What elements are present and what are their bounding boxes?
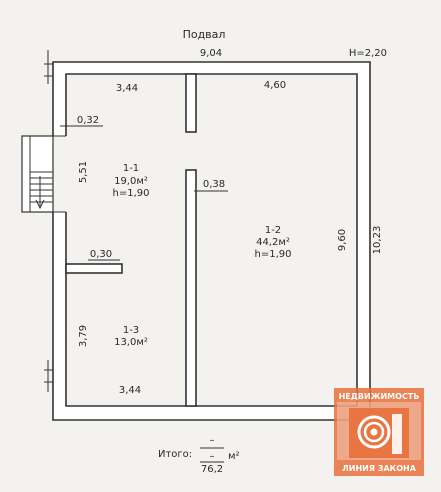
total-numerator: – bbox=[210, 435, 215, 446]
dim-partition-thickness: 0,38 bbox=[203, 179, 225, 190]
room-height: h=1,90 bbox=[255, 249, 292, 260]
spiral-column-logo-icon bbox=[349, 408, 409, 458]
wall-ticks bbox=[44, 50, 53, 392]
total-unit: м² bbox=[228, 451, 240, 462]
dim-room3-depth: 3,79 bbox=[78, 325, 89, 347]
dim-depth-inner: 9,60 bbox=[337, 229, 348, 251]
total-middle: – bbox=[210, 451, 215, 462]
dim-depth-outer: 10,23 bbox=[372, 226, 383, 255]
watermark-bottom-text: ЛИНИЯ ЗАКОНА bbox=[342, 464, 417, 473]
ceiling-height: H=2,20 bbox=[349, 48, 387, 59]
total-label: Итого: bbox=[158, 449, 192, 460]
total-value: 76,2 bbox=[201, 464, 223, 475]
room-id: 1-3 bbox=[123, 325, 139, 336]
dim-room1-depth: 5,51 bbox=[78, 161, 89, 183]
room-1-3: 1-3 13,0м² bbox=[114, 325, 148, 348]
staircase bbox=[21, 135, 54, 213]
dim-wall-thickness-left: 0,32 bbox=[77, 115, 99, 126]
dim-room2-top-width: 4,60 bbox=[264, 80, 286, 91]
dim-room1-top-width: 3,44 bbox=[116, 83, 138, 94]
dim-stub-wall-thickness: 0,30 bbox=[90, 249, 112, 260]
room-area: 19,0м² bbox=[114, 176, 148, 187]
dim-bottom-width: 3,44 bbox=[119, 385, 141, 396]
partitions bbox=[65, 73, 197, 407]
leader-lines bbox=[60, 125, 228, 261]
watermark-top-text: НЕДВИЖИМОСТЬ bbox=[339, 392, 420, 401]
dim-overall-width: 9,04 bbox=[200, 48, 222, 59]
room-1-1: 1-1 19,0м² h=1,90 bbox=[113, 163, 150, 199]
room-area: 44,2м² bbox=[256, 237, 290, 248]
room-height: h=1,90 bbox=[113, 188, 150, 199]
room-1-2: 1-2 44,2м² h=1,90 bbox=[255, 225, 292, 260]
total-area: Итого: – – 76,2 м² bbox=[158, 435, 240, 475]
room-area: 13,0м² bbox=[114, 337, 148, 348]
room-id: 1-1 bbox=[123, 163, 139, 174]
plan-title: Подвал bbox=[183, 28, 226, 41]
watermark-badge: НЕДВИЖИМОСТЬ ЛИНИЯ ЗАКОНА bbox=[334, 388, 424, 476]
room-id: 1-2 bbox=[265, 225, 281, 236]
